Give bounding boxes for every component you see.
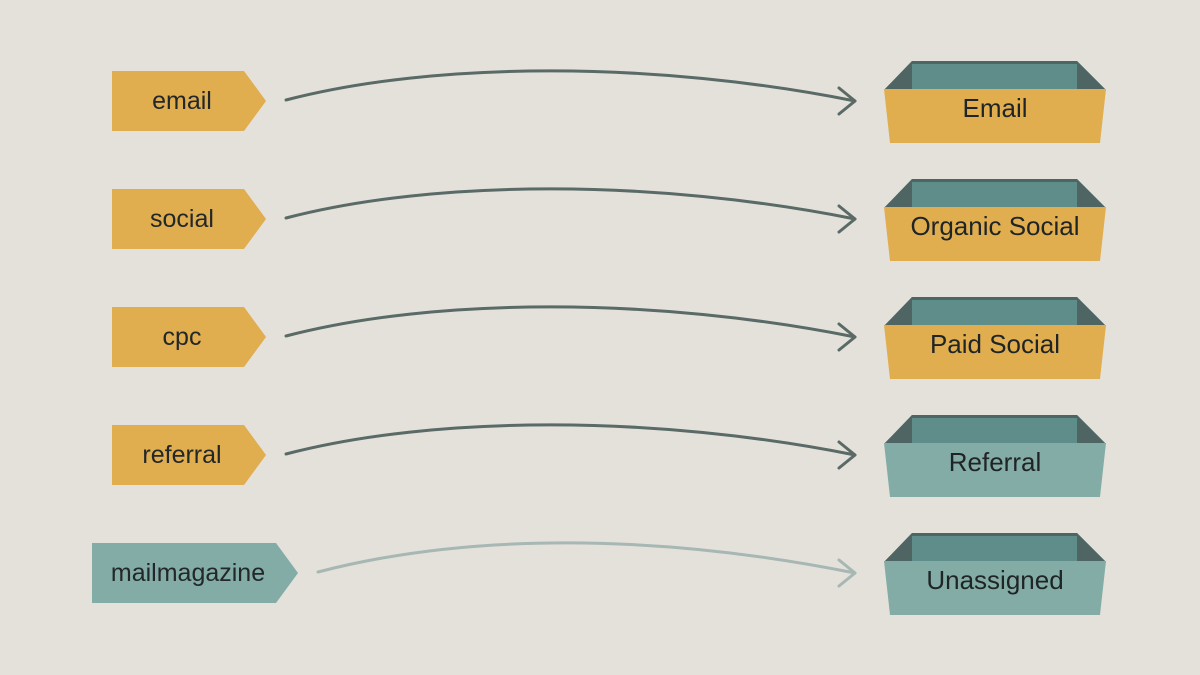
channel-box-referral: Referral (882, 413, 1108, 499)
mapping-arrow-mailmagazine (316, 541, 857, 588)
tray-icon (884, 61, 1106, 143)
source-tag-social: social (112, 189, 266, 249)
mapping-arrow-cpc (284, 305, 857, 352)
channel-box-paid-social: Paid Social (882, 295, 1108, 381)
channel-box-label: Organic Social (910, 211, 1080, 241)
channel-box-label: Paid Social (929, 329, 1061, 359)
source-tag-cpc: cpc (112, 307, 266, 367)
channel-box-organic-social: Organic Social (882, 177, 1108, 263)
channel-box-label: Email (962, 93, 1028, 123)
tray-icon (884, 533, 1106, 615)
channel-box-label: Unassigned (926, 565, 1064, 595)
channel-box-email: Email (882, 59, 1108, 145)
source-tag-referral: referral (112, 425, 266, 485)
source-tag-label: referral (142, 440, 222, 469)
tray-icon (884, 179, 1106, 261)
source-tag-email: email (112, 71, 266, 131)
tray-icon (884, 415, 1106, 497)
tray-icon (884, 297, 1106, 379)
source-tag-label: mailmagazine (110, 558, 266, 587)
channel-box-unassigned: Unassigned (882, 531, 1108, 617)
source-tag-label: email (152, 86, 212, 115)
channel-box-label: Referral (948, 447, 1042, 477)
mapping-arrow-social (284, 187, 857, 234)
source-tag-mailmagazine: mailmagazine (92, 543, 298, 603)
source-tag-label: social (150, 204, 214, 233)
mapping-arrow-referral (284, 423, 857, 470)
source-tag-label: cpc (162, 322, 202, 351)
mapping-arrow-email (284, 69, 857, 116)
